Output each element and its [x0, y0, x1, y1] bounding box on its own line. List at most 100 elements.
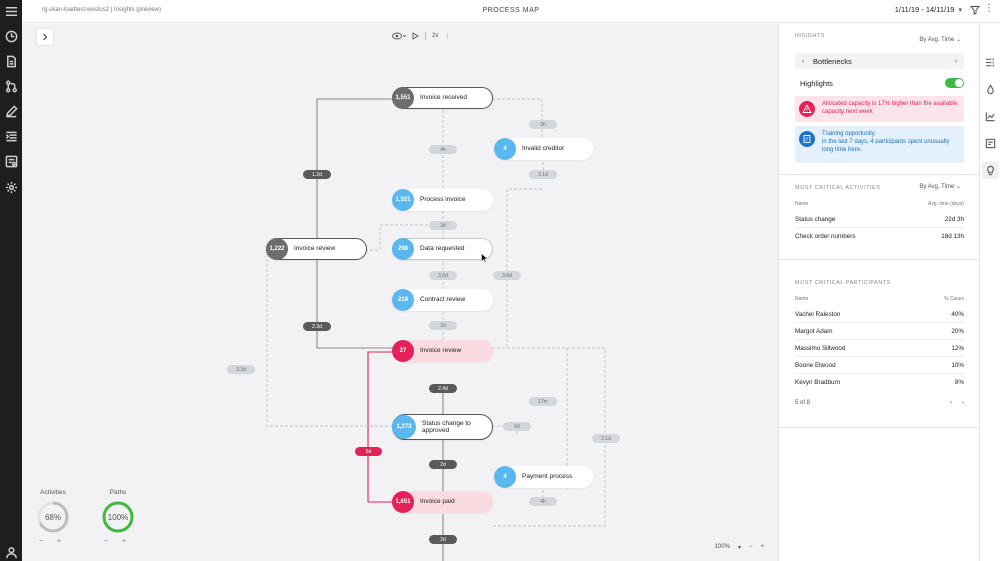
chevron-right-icon: [43, 33, 48, 41]
insights-sort-dropdown[interactable]: By Avg. Time ⌄: [919, 36, 961, 43]
node-invoice-review[interactable]: 27 Invoice review: [392, 340, 493, 362]
zoom-level[interactable]: 100%: [714, 544, 730, 550]
node-status-change[interactable]: 1,273 Status change to approved: [392, 414, 493, 440]
gauge-zoom-controls[interactable]: − +: [103, 538, 133, 545]
column-header: Name: [795, 296, 809, 302]
gauge-title: Paths: [109, 489, 127, 496]
node-contract-review[interactable]: 218 Contract review: [392, 289, 493, 311]
alert-message: Allocated capacity is 17% higher than th…: [822, 101, 958, 115]
edge-duration[interactable]: 2d: [429, 535, 457, 544]
report-icon[interactable]: [984, 137, 997, 150]
pencil-icon[interactable]: [2, 102, 20, 120]
chevron-left-icon[interactable]: ‹: [950, 400, 952, 406]
table-row[interactable]: Check order numbers 18d 13h: [795, 228, 964, 245]
chevron-down-icon[interactable]: ▾: [737, 545, 741, 551]
zoom-in-button[interactable]: +: [760, 544, 764, 550]
edge-line: [506, 188, 542, 348]
filter-icon[interactable]: [970, 5, 980, 15]
lightbulb-icon[interactable]: [982, 162, 999, 179]
participant-name: Massimo Sillwood: [795, 344, 846, 352]
edge-duration[interactable]: 4h: [429, 145, 457, 154]
edge-duration[interactable]: 6d: [503, 422, 531, 431]
edge-duration-critical[interactable]: 6d: [355, 447, 382, 456]
edge-duration[interactable]: 3.5d: [429, 271, 457, 280]
playback-speed[interactable]: 2x: [432, 33, 439, 39]
table-row[interactable]: Status change 22d 3h: [795, 211, 964, 228]
menu-icon[interactable]: [2, 2, 20, 20]
edge-duration[interactable]: 3.6d: [493, 271, 521, 280]
breadcrumb[interactable]: rg-skan-loadtest-westus2 | Insights (pre…: [42, 7, 161, 13]
node-label: Invoice received: [420, 94, 467, 102]
expand-panel-button[interactable]: [37, 29, 53, 45]
training-alert[interactable]: Training opportunity in the last 7 days,…: [795, 126, 964, 163]
edge-duration[interactable]: 3.1d: [529, 170, 557, 179]
branch-icon[interactable]: [2, 77, 20, 95]
drop-icon[interactable]: [984, 83, 997, 96]
more-vertical-icon[interactable]: ⋮: [984, 3, 994, 14]
edge-line-critical: [367, 351, 394, 503]
node-data-requested[interactable]: 298 Data requested: [392, 238, 493, 260]
node-process-invoice[interactable]: 1,551 Process invoice: [392, 189, 493, 211]
zoom-control: 100% ▾ − +: [715, 544, 764, 551]
table-header: Name Avg. time (days): [795, 201, 964, 211]
capacity-alert[interactable]: Allocated capacity is 17% higher than th…: [795, 96, 964, 122]
chevron-left-icon[interactable]: ‹: [801, 57, 805, 65]
document-icon[interactable]: [2, 52, 20, 70]
user-icon[interactable]: [2, 543, 20, 561]
edge-duration[interactable]: 3h: [529, 120, 557, 129]
node-count: 1,222: [266, 238, 288, 260]
edge-duration[interactable]: 2.4d: [429, 384, 457, 393]
highlights-toggle[interactable]: [945, 78, 964, 88]
gauge-value: 100%: [107, 512, 129, 522]
zoom-out-button[interactable]: −: [748, 544, 753, 550]
gauge-zoom-controls[interactable]: − +: [38, 538, 68, 545]
node-payment-process[interactable]: 4 Payment process: [494, 466, 593, 488]
list-settings-icon[interactable]: [984, 56, 997, 69]
top-bar: rg-skan-loadtest-westus2 | Insights (pre…: [22, 0, 1000, 23]
edge-duration[interactable]: 3d: [429, 221, 457, 230]
edge-duration[interactable]: 2d: [429, 321, 457, 330]
chevron-right-icon[interactable]: ›: [954, 57, 958, 65]
edge-duration[interactable]: 4h: [529, 497, 557, 506]
table-header: Name % Cases: [795, 296, 964, 306]
date-range-picker[interactable]: 1/11/19 - 14/11/19 ▾: [895, 5, 962, 14]
warning-icon: [799, 101, 815, 117]
process-map-canvas[interactable]: 2x ⋮ 1.2d 4h 3h 3.1d 3d 3.5d 3.6d 2d 3.3…: [22, 24, 778, 561]
sort-label: By Avg. Time: [919, 184, 955, 190]
edge-duration[interactable]: 3.3d: [227, 365, 255, 374]
edge-duration[interactable]: 2.3d: [303, 322, 331, 331]
participants-pager: 5 of 8 ‹ ›: [795, 400, 964, 406]
gear-icon[interactable]: [2, 178, 20, 196]
node-invoice-review-main[interactable]: 1,222 Invoice review: [266, 238, 367, 260]
left-nav: [0, 0, 22, 561]
node-invoice-received[interactable]: 1,551 Invoice received: [392, 87, 493, 109]
edge-duration[interactable]: 17m: [529, 397, 557, 406]
report-icon[interactable]: [2, 152, 20, 170]
edge-duration[interactable]: 2.1d: [592, 434, 620, 443]
eye-icon[interactable]: [392, 32, 406, 40]
chevron-right-icon[interactable]: ›: [962, 400, 964, 406]
chart-icon[interactable]: [984, 110, 997, 123]
node-label: Status change to approved: [422, 419, 471, 435]
page-title: PROCESS MAP: [482, 7, 540, 14]
edge-duration[interactable]: 2d: [429, 460, 457, 469]
edge-line: [266, 224, 443, 427]
node-invoice-paid[interactable]: 1,651 Invoice paid: [392, 491, 493, 513]
activities-sort-dropdown[interactable]: By Avg. Time ⌄: [919, 183, 961, 190]
more-vertical-icon[interactable]: ⋮: [444, 33, 451, 40]
play-icon[interactable]: [412, 32, 419, 40]
mouse-cursor-icon: [481, 253, 488, 263]
edge-duration[interactable]: 1.2d: [303, 170, 331, 179]
list-indent-icon[interactable]: [2, 127, 20, 145]
clock-icon[interactable]: [2, 27, 20, 45]
edge-line: [492, 98, 543, 142]
activities-title: MOST CRITICAL ACTIVITIES: [795, 185, 881, 191]
node-invalid-creditor[interactable]: 4 Invalid creditor: [494, 138, 593, 160]
highlights-row: Highlights: [800, 78, 964, 88]
